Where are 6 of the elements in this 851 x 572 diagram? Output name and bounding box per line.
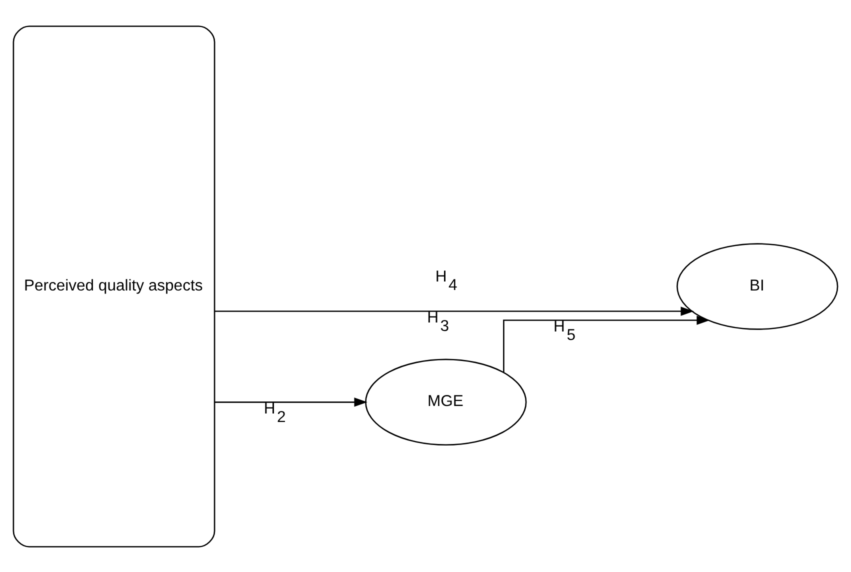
node-ellipse: MGE [365,358,527,446]
node-ellipse: BI [676,242,838,330]
node-box: Perceived quality aspects [12,25,216,547]
arrow [214,397,368,406]
arrow [214,306,694,316]
arrow [503,315,710,372]
